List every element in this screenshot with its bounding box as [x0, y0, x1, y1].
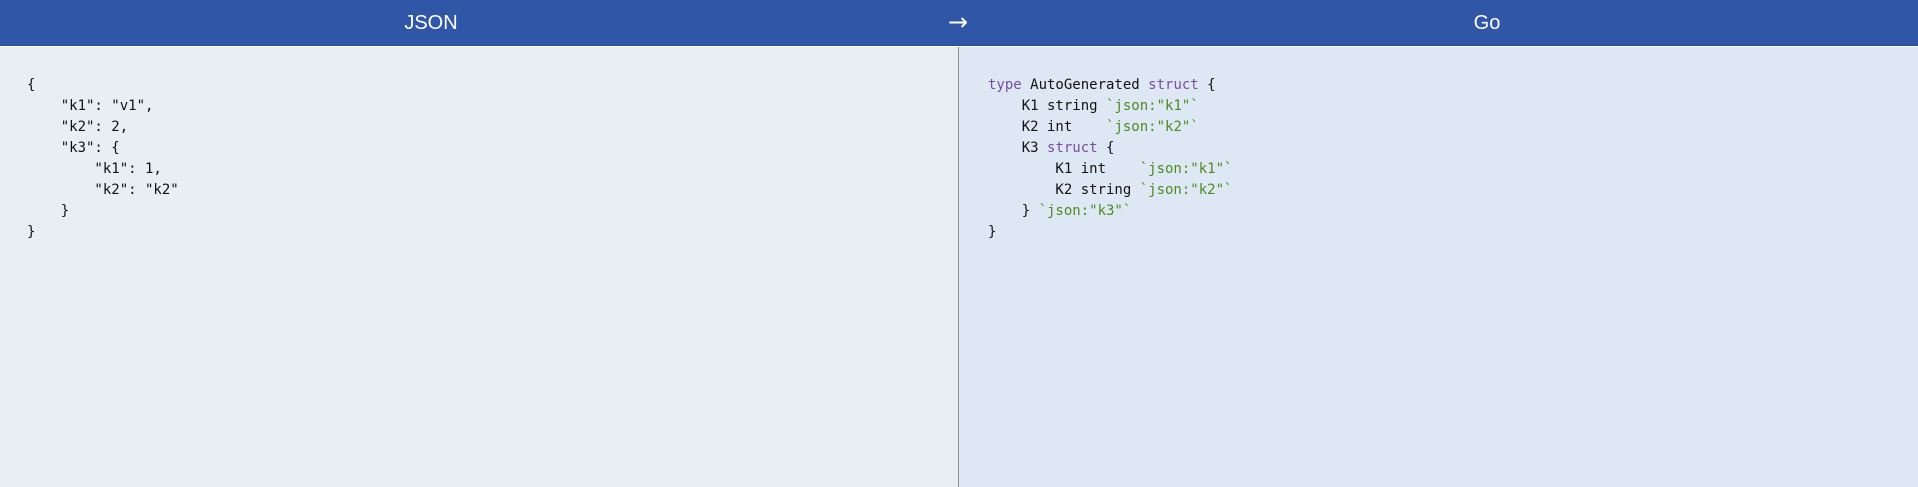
go-code-line: K1 string `json:"k1"`: [988, 98, 1199, 114]
go-code-line: K3 struct {: [988, 140, 1115, 156]
convert-arrow-icon[interactable]: →: [947, 8, 969, 36]
go-output-pane[interactable]: type AutoGenerated struct { K1 string `j…: [959, 47, 1918, 487]
go-code-line: K2 int `json:"k2"`: [988, 119, 1199, 135]
go-code-text: K1 int: [988, 161, 1140, 177]
json-input-pane[interactable]: { "k1": "v1", "k2": 2, "k3": { "k1": 1, …: [0, 47, 958, 487]
json-code-line: }: [27, 224, 36, 240]
json-code-line: "k2": 2,: [27, 119, 129, 135]
go-code-text: {: [1198, 77, 1216, 93]
json-input-editor[interactable]: { "k1": "v1", "k2": 2, "k3": { "k1": 1, …: [27, 75, 927, 475]
header-bar: JSON → Go: [0, 0, 1918, 46]
json-code-line: "k1": 1,: [27, 161, 162, 177]
go-output-code[interactable]: type AutoGenerated struct { K1 string `j…: [988, 75, 1888, 475]
go-keyword: struct: [1047, 140, 1098, 156]
go-keyword: type: [988, 77, 1022, 93]
go-code-text: }: [988, 203, 1039, 219]
go-struct-tag: `json:"k2"`: [1106, 119, 1199, 135]
json-code-line: "k2": "k2": [27, 182, 179, 198]
go-struct-tag: `json:"k2"`: [1139, 182, 1233, 198]
go-code-text: }: [988, 224, 997, 240]
go-code-text: AutoGenerated: [1021, 77, 1149, 93]
go-code-line: }: [988, 224, 996, 240]
go-code-text: K3: [988, 140, 1048, 156]
go-code-text: K2 int: [988, 119, 1107, 135]
go-keyword: struct: [1148, 77, 1199, 93]
go-code-line: K1 int `json:"k1"`: [988, 161, 1232, 177]
go-code-text: {: [1097, 140, 1115, 156]
go-pane-title: Go: [1473, 12, 1501, 34]
pane-divider: [958, 47, 959, 487]
go-code-line: } `json:"k3"`: [988, 203, 1132, 219]
json-code-line: }: [27, 203, 70, 219]
json-code-line: "k3": {: [27, 140, 120, 156]
go-code-line: K2 string `json:"k2"`: [988, 182, 1232, 198]
go-code-text: K2 string: [988, 182, 1140, 198]
json-code-line: "k1": "v1",: [27, 98, 154, 114]
go-code-text: K1 string: [988, 98, 1107, 114]
go-struct-tag: `json:"k1"`: [1106, 98, 1199, 114]
json-pane-title: JSON: [404, 12, 458, 34]
go-struct-tag: `json:"k1"`: [1139, 161, 1233, 177]
json-code-line: {: [27, 77, 36, 93]
go-code-line: type AutoGenerated struct {: [988, 77, 1216, 93]
go-struct-tag: `json:"k3"`: [1038, 203, 1132, 219]
